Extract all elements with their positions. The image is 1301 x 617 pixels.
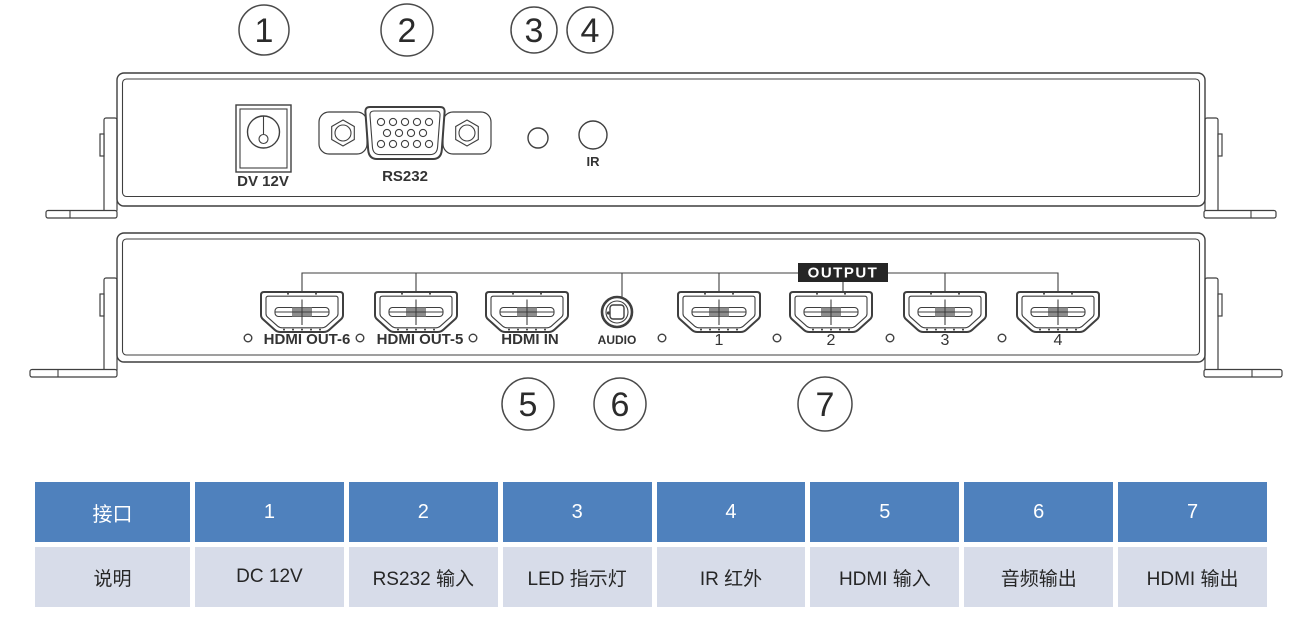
- top-panel-face: [116, 72, 1206, 207]
- svg-text:1: 1: [255, 12, 274, 50]
- bottom-panel-face: [116, 232, 1206, 363]
- callout-5: 5: [501, 377, 555, 431]
- svg-text:4: 4: [581, 12, 600, 50]
- audio-connector: [600, 295, 634, 329]
- table-desc-6: 音频输出: [964, 547, 1114, 607]
- table-header-interface: 接口: [35, 482, 190, 542]
- led-indicator: [527, 127, 549, 149]
- hdmi-port-out5: [374, 291, 458, 333]
- table-header-2: 2: [348, 482, 498, 542]
- rs232-label: RS232: [382, 168, 428, 185]
- table-desc-2: RS232 输入: [348, 547, 498, 607]
- dc-power-jack: [235, 104, 292, 173]
- table-desc-3: LED 指示灯: [502, 547, 652, 607]
- table-desc-5: HDMI 输入: [810, 547, 960, 607]
- table-header-1: 1: [195, 482, 344, 542]
- screw-holes: [243, 333, 1007, 343]
- port-label-1: 1: [715, 332, 724, 349]
- table-header-row: 接口 1 2 3 4 5 6 7: [35, 482, 1267, 542]
- table-desc-row: 说明 DC 12V RS232 输入 LED 指示灯 IR 红外 HDMI 输入…: [35, 547, 1267, 607]
- callout-7: 7: [797, 376, 853, 432]
- port-label-3: 3: [941, 332, 950, 349]
- device-diagram: DV 12V RS232 IR: [29, 3, 1283, 432]
- table-header-6: 6: [964, 482, 1114, 542]
- callout-4: 4: [566, 6, 614, 54]
- port-label-out5: HDMI OUT-5: [377, 331, 464, 348]
- output-group-line: [301, 272, 1059, 297]
- hdmi-port-4: [1016, 291, 1100, 333]
- callout-2: 2: [380, 3, 434, 57]
- top-panel-left-bracket: [45, 117, 118, 219]
- callout-1: 1: [238, 4, 290, 56]
- bottom-panel: OUTPUT: [29, 232, 1283, 378]
- callouts: 1 2 3 4 5 6 7: [238, 3, 853, 432]
- hdmi-port-in: [485, 291, 569, 333]
- rs232-connector: [318, 106, 492, 160]
- hdmi-port-3: [903, 291, 987, 333]
- bottom-panel-left-bracket: [29, 277, 118, 378]
- svg-text:7: 7: [816, 386, 835, 424]
- port-label-out6: HDMI OUT-6: [264, 331, 351, 348]
- interface-table: 接口 1 2 3 4 5 6 7 说明 DC 12V RS232 输入 LED …: [35, 482, 1267, 607]
- port-label-2: 2: [827, 332, 836, 349]
- svg-text:2: 2: [398, 12, 417, 50]
- top-panel: DV 12V RS232 IR: [45, 72, 1277, 219]
- port-label-in: HDMI IN: [501, 331, 559, 348]
- output-tag: [798, 263, 888, 282]
- callout-3: 3: [510, 6, 558, 54]
- hdmi-port-1: [677, 291, 761, 333]
- rs232-pins: [376, 117, 434, 149]
- port-label-audio: AUDIO: [598, 333, 637, 347]
- table-desc-4: IR 红外: [656, 547, 806, 607]
- port-label-4: 4: [1054, 332, 1063, 349]
- dc-power-label: DV 12V: [237, 173, 289, 190]
- output-tag-label: OUTPUT: [808, 265, 879, 282]
- table-desc-label: 说明: [35, 547, 190, 607]
- table-header-3: 3: [502, 482, 652, 542]
- ir-receiver: [578, 120, 608, 150]
- table-header-4: 4: [656, 482, 806, 542]
- top-panel-right-bracket: [1203, 117, 1277, 219]
- hdmi-port-2: [789, 291, 873, 333]
- callout-6: 6: [593, 377, 647, 431]
- table-header-7: 7: [1118, 482, 1267, 542]
- bottom-panel-right-bracket: [1203, 277, 1283, 378]
- svg-text:5: 5: [519, 386, 538, 424]
- table-desc-7: HDMI 输出: [1118, 547, 1267, 607]
- table-header-5: 5: [810, 482, 960, 542]
- svg-text:6: 6: [611, 386, 630, 424]
- ir-label: IR: [587, 154, 601, 169]
- svg-text:3: 3: [525, 12, 544, 50]
- table-desc-1: DC 12V: [195, 547, 344, 607]
- hdmi-port-out6: [260, 291, 344, 333]
